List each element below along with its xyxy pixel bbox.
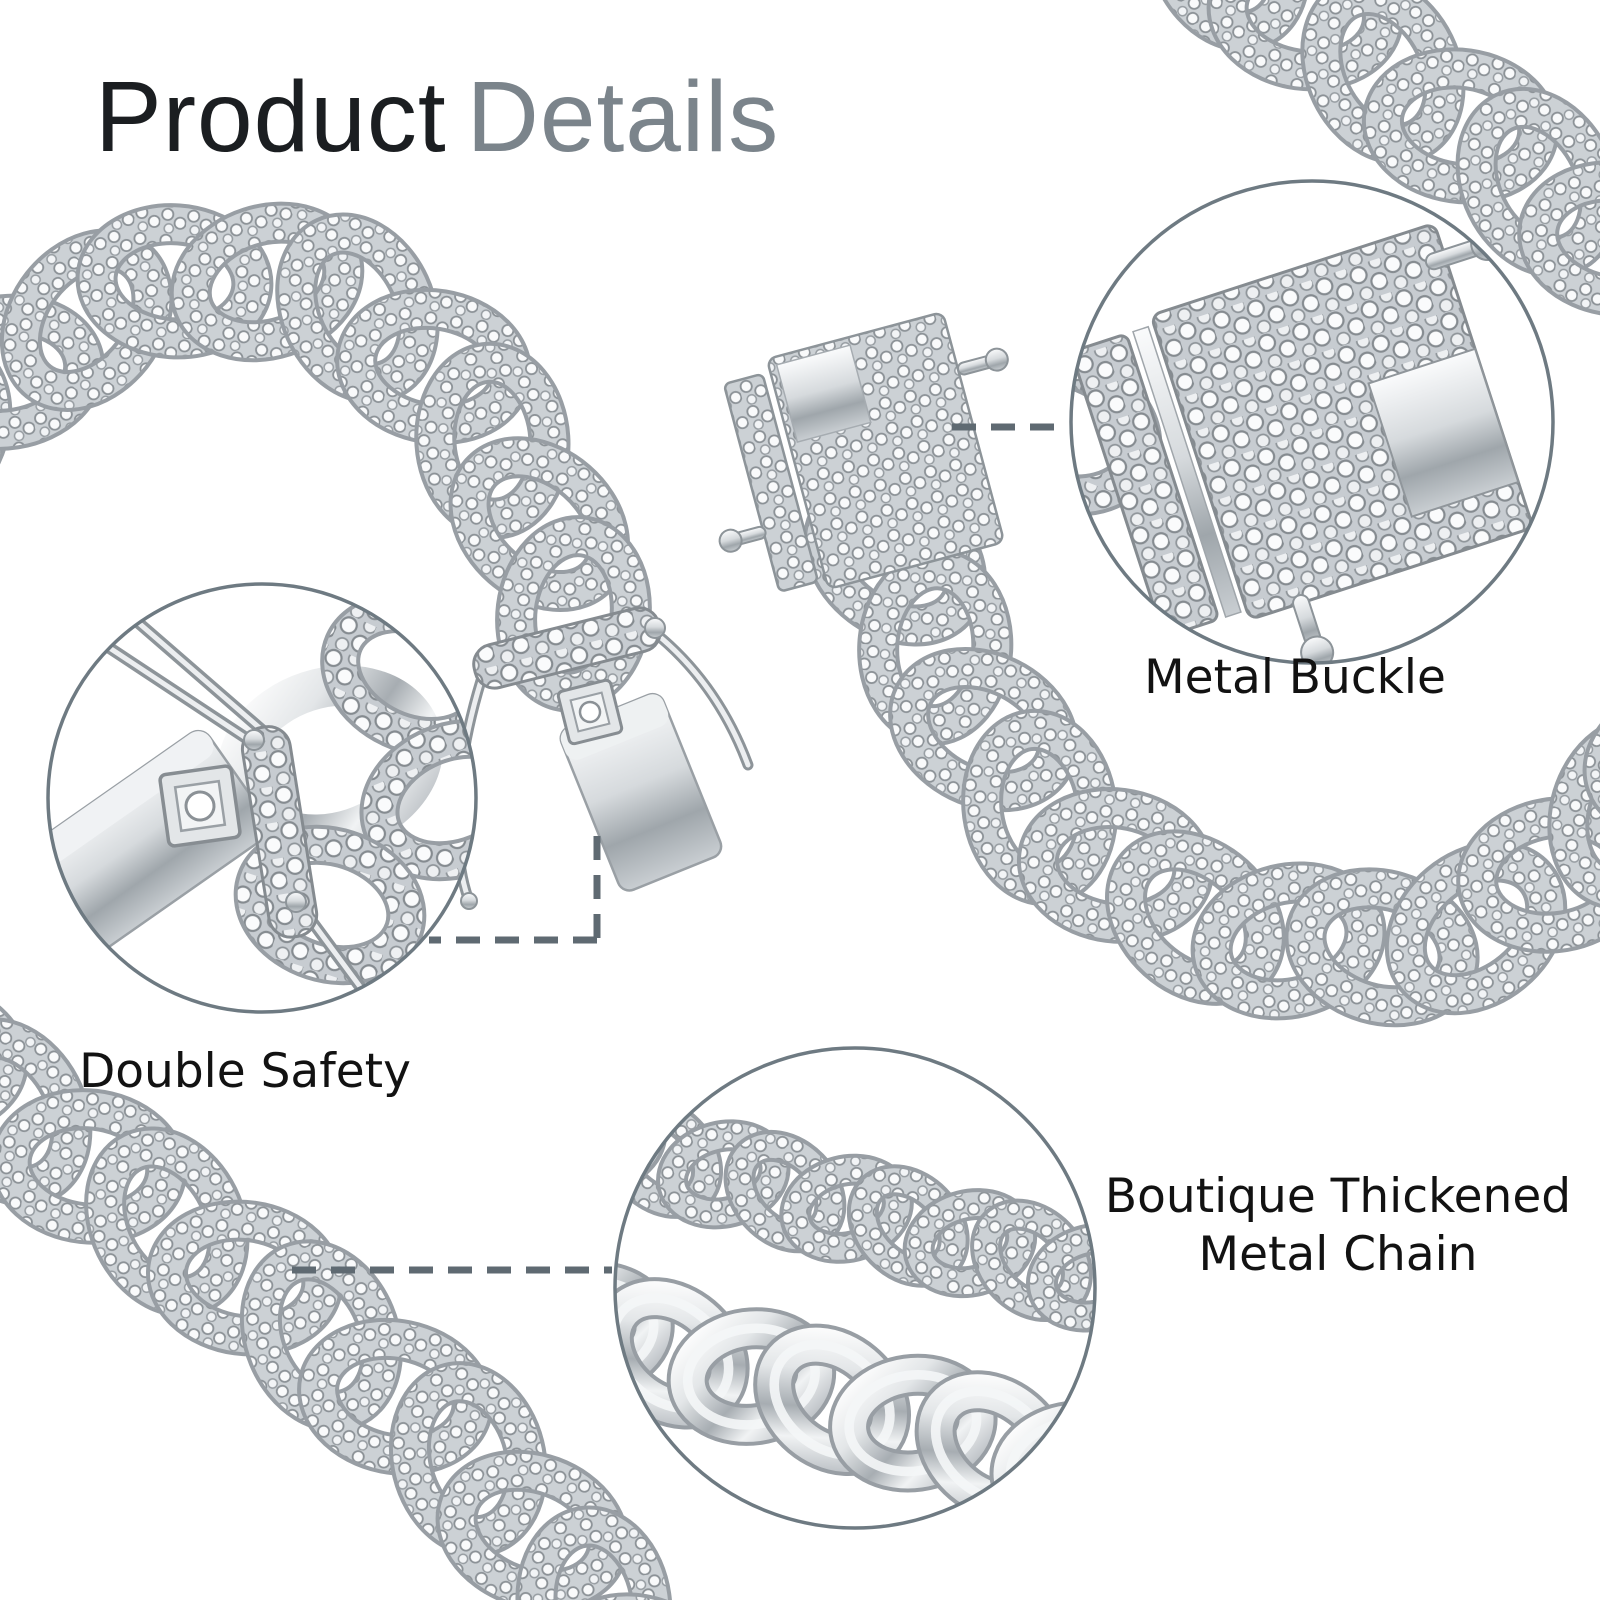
- page-title-primary: Product: [95, 61, 447, 173]
- page-title-secondary: Details: [466, 61, 780, 173]
- chain-top-right-corner: [1145, 0, 1600, 318]
- label-metal-buckle: Metal Buckle: [1144, 650, 1446, 705]
- label-metal-chain-line1: Boutique Thickened: [1104, 1169, 1572, 1224]
- iced-buckle: [718, 312, 1009, 592]
- callout-circles: [46, 179, 1555, 1530]
- callout-double-safety: [46, 582, 478, 1014]
- connector-lines: [292, 423, 1066, 1274]
- callout-metal-buckle: [1069, 179, 1555, 665]
- label-double-safety: Double Safety: [79, 1044, 411, 1099]
- label-metal-chain: Boutique Thickened Metal Chain: [1105, 1168, 1571, 1285]
- chain-bottom-left: [0, 979, 741, 1600]
- open-clasp: [452, 606, 754, 910]
- label-metal-chain-line2: Metal Chain: [1198, 1227, 1478, 1283]
- chain-left-arch: [0, 201, 652, 713]
- callout-metal-chain: [613, 1046, 1097, 1530]
